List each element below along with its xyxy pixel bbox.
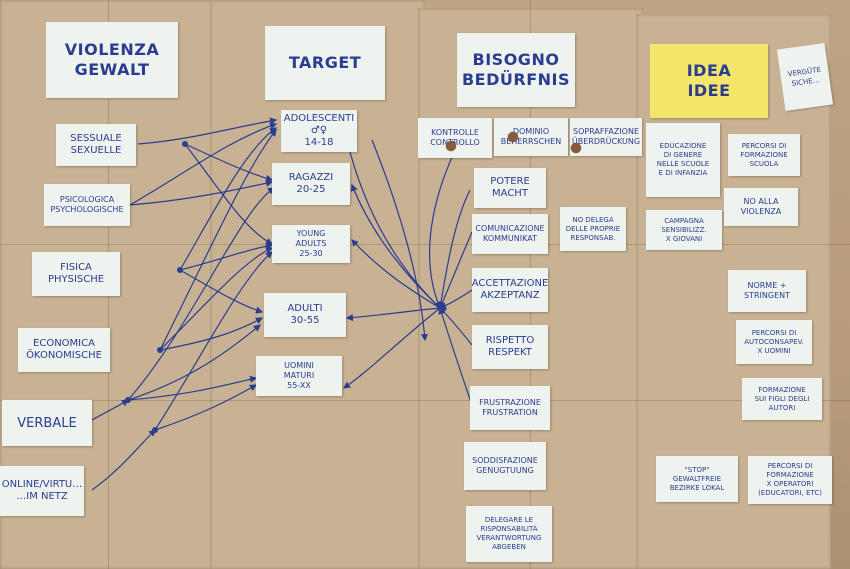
idea-card-percorsi-scuola: PERCORSI DI FORMAZIONE SCUOLA: [728, 134, 800, 176]
arrow-node: [152, 427, 158, 433]
arrow: [439, 231, 473, 310]
arrow: [179, 127, 277, 271]
violenza-card-economica: ECONOMICA ÖKONOMISCHE: [18, 328, 110, 372]
arrow: [371, 139, 429, 342]
header-idea: IDEA IDEE: [650, 44, 768, 118]
arrow: [438, 289, 473, 310]
idea-card-autoconsapevolezza: PERCORSI DI AUTOCONSAPEV. X UOMINI: [736, 320, 812, 364]
idea-card-educazione: EDUCAZIONE DI GENERE NELLE SCUOLE E DI I…: [646, 123, 720, 197]
idea-card-norme: NORME + STRINGENT: [728, 270, 806, 312]
target-card-adulti: ADULTI 30-55: [264, 293, 346, 337]
arrow-node: [125, 397, 131, 403]
arrow: [127, 324, 261, 401]
arrow: [179, 269, 264, 314]
arrow-node: [157, 347, 163, 353]
violenza-card-psicologica: PSICOLOGICA PSYCHOLOGISCHE: [44, 184, 130, 226]
idea-card-stop: "STOP" GEWALTFREIE BEZIRKE LOKAL: [656, 456, 738, 502]
target-card-uomini-maturi: UOMINI MATURI 55-XX: [256, 356, 342, 396]
bisogno-card-soddisfazione: SODDISFAZIONE GENUGTUUNG: [464, 442, 546, 490]
paper-crease: [0, 244, 850, 245]
arrow: [127, 187, 276, 401]
arrow: [351, 239, 441, 309]
arrow: [154, 384, 258, 431]
target-card-ragazzi: RAGAZZI 20-25: [272, 163, 350, 205]
arrow: [129, 179, 274, 206]
bisogno-card-accettazione: ACCETTAZIONE AKZEPTANZ: [472, 268, 548, 312]
arrow: [439, 307, 473, 346]
violenza-card-fisica: FISICA PHYSISCHE: [32, 252, 120, 296]
arrow: [91, 429, 156, 491]
idea-card-no-violenza: NO ALLA VIOLENZA: [724, 188, 798, 226]
paper-crease: [0, 400, 850, 401]
header-target: TARGET: [265, 26, 385, 100]
arrow: [129, 122, 278, 206]
side-note-no-delega: NO DELEGA DELLE PROPRIE RESPONSAB.: [560, 207, 626, 251]
bisogno-card-kontrolle: KONTROLLE CONTROLLO: [418, 118, 492, 158]
arrow: [345, 307, 441, 322]
coin: [508, 132, 518, 142]
arrow: [179, 242, 274, 271]
violenza-card-verbale: VERBALE: [2, 400, 92, 446]
idea-card-formazione-figli: FORMAZIONE SUI FIGLI DEGLI AUTORI: [742, 378, 822, 420]
bisogno-card-potere: POTERE MACHT: [474, 168, 546, 208]
bisogno-card-sopraffazione: SOPRAFFAZIONE ÜBERDRÜCKUNG: [570, 118, 642, 156]
coin: [571, 143, 581, 153]
arrow: [154, 251, 273, 431]
arrow: [437, 189, 471, 310]
arrow-node: [177, 267, 183, 273]
idea-card-formazione-operatori: PERCORSI DI FORMAZIONE X OPERATORI (EDUC…: [748, 456, 832, 504]
arrow: [137, 117, 278, 145]
idea-card-campagna: CAMPAGNA SENSIBILIZZ. X GIOVANI: [646, 210, 722, 250]
target-card-young-adults: YOUNG ADULTS 25-30: [272, 225, 350, 263]
arrow: [159, 247, 274, 351]
bisogno-card-comunicazione: COMUNICAZIONE KOMMUNIKAT: [472, 214, 548, 254]
arrow: [159, 129, 277, 351]
bisogno-card-delegare: DELEGARE LE RISPONSABILITÀ VERANTWORTUNG…: [466, 506, 552, 562]
bisogno-card-dominio: DOMINIO BEHERRSCHEN: [494, 118, 568, 156]
arrow: [159, 317, 264, 351]
header-violenza: VIOLENZA GEWALT: [46, 22, 178, 98]
bisogno-card-rispetto: RISPETTO RESPEKT: [472, 325, 548, 369]
header-bisogno: BISOGNO BEDÜRFNIS: [457, 33, 575, 107]
arrow: [184, 143, 274, 245]
arrow: [184, 143, 274, 182]
arrow: [91, 399, 130, 421]
arrow: [350, 183, 441, 309]
target-card-adolescenti: ADOLESCENTI ♂♀ 14-18: [281, 110, 357, 152]
arrow: [127, 375, 258, 401]
arrow: [438, 306, 473, 406]
arrow: [428, 139, 461, 310]
arrow: [343, 307, 441, 389]
arrow-node: [437, 305, 443, 311]
violenza-card-sessuale: SESSUALE SEXUELLE: [56, 124, 136, 166]
arrow-node: [182, 141, 188, 147]
corner-note: VERGÜTE SICHE…: [776, 42, 834, 112]
coin: [446, 141, 456, 151]
violenza-card-online: ONLINE/VIRTU… …IM NETZ: [0, 466, 84, 516]
bisogno-card-frustrazione: FRUSTRAZIONE FRUSTRATION: [470, 386, 550, 430]
